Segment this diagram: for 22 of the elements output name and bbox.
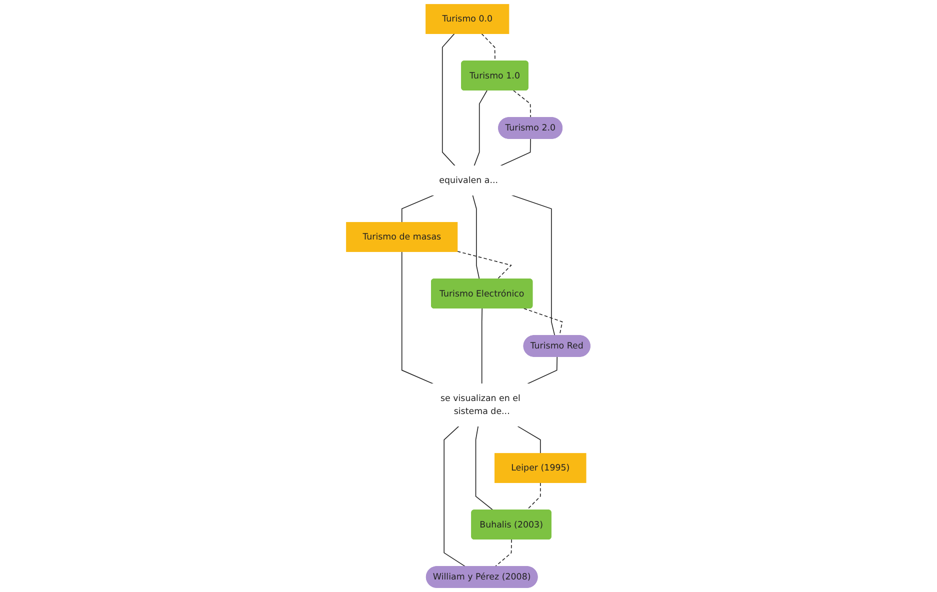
connector — [472, 194, 480, 280]
node-text: equivalen a... — [439, 175, 498, 186]
connector — [517, 426, 542, 454]
connector — [481, 33, 496, 62]
node-text: se visualizan en el sistema de... — [440, 393, 521, 416]
connector — [474, 90, 488, 166]
connector — [482, 308, 483, 384]
connector — [457, 250, 512, 280]
connector — [442, 33, 456, 166]
connector — [527, 356, 558, 384]
connector — [444, 426, 466, 568]
connector — [513, 90, 532, 118]
node-box: Turismo 0.0 — [426, 4, 510, 34]
connector — [402, 194, 435, 223]
connector — [494, 539, 512, 568]
connector — [476, 426, 494, 511]
connector — [402, 251, 434, 384]
node-box: Turismo de masas — [346, 222, 458, 252]
connector — [500, 138, 532, 166]
connector — [511, 194, 556, 336]
connector — [526, 482, 542, 511]
node-box: Leiper (1995) — [494, 453, 587, 483]
